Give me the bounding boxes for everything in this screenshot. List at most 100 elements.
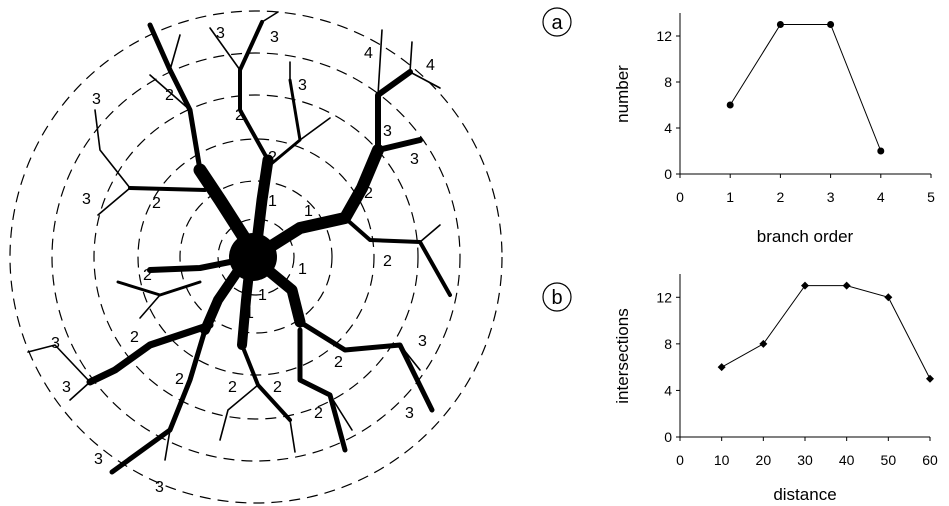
- order-label: 3: [94, 451, 103, 468]
- x-tick-label: 50: [881, 452, 897, 468]
- x-axis-title: distance: [773, 485, 836, 504]
- panel-label-circle: [542, 282, 572, 312]
- y-tick-label: 0: [664, 166, 672, 182]
- dendrite-terminal: [209, 27, 241, 71]
- dendrites: [27, 11, 452, 475]
- order-label: 1: [298, 261, 307, 278]
- dendrite-secondary: [238, 20, 270, 162]
- sholl-circle-2: [179, 180, 333, 334]
- x-tick-label: 30: [797, 452, 813, 468]
- y-tick-label: 4: [664, 382, 672, 398]
- x-tick-label: 0: [676, 189, 684, 205]
- order-label: 3: [298, 77, 307, 94]
- order-label: 2: [143, 267, 152, 284]
- panel-label: b: [551, 287, 562, 309]
- dendrite-secondary: [86, 321, 214, 386]
- dendrite-terminal: [164, 429, 171, 461]
- order-label: 2: [273, 379, 282, 396]
- dendrite-terminal: [399, 344, 421, 371]
- x-tick-label: 10: [714, 452, 730, 468]
- x-tick-label: 3: [827, 189, 835, 205]
- order-label: 2: [175, 371, 184, 388]
- y-tick-label: 4: [664, 120, 672, 136]
- dendrite-terminal: [329, 394, 353, 431]
- order-label: 1: [245, 305, 254, 322]
- data-point: [926, 374, 934, 383]
- order-label: 2: [235, 107, 244, 124]
- order-label: 3: [92, 91, 101, 108]
- order-label: 1: [268, 193, 277, 210]
- order-label: 2: [314, 405, 323, 422]
- data-point: [842, 281, 851, 290]
- dendrite-terminal: [97, 187, 131, 216]
- dendrite-terminal: [94, 109, 131, 189]
- x-tick-label: 4: [877, 189, 885, 205]
- order-label: 3: [155, 479, 164, 496]
- order-label: 3: [82, 191, 91, 208]
- order-label: 2: [165, 87, 174, 104]
- order-label: 3: [62, 379, 71, 396]
- x-tick-label: 20: [756, 452, 772, 468]
- dendrite-secondary: [297, 319, 435, 413]
- y-tick-label: 8: [664, 74, 672, 90]
- dendrite-secondary: [375, 137, 423, 153]
- order-label: 4: [426, 57, 435, 74]
- panel-label: a: [551, 12, 563, 34]
- dendrite-terminal: [169, 34, 181, 71]
- data-point: [884, 293, 893, 302]
- x-tick-label: 40: [839, 452, 855, 468]
- order-label: 1: [304, 203, 313, 220]
- dendrite-terminal: [27, 344, 91, 383]
- order-label: 3: [405, 405, 414, 422]
- order-label: 1: [219, 193, 228, 210]
- y-tick-label: 8: [664, 336, 672, 352]
- order-labels: 1 1 1 1 1 1 2 2 2 2 2 2 2 2 2 2 2 2 2 3 …: [51, 25, 435, 496]
- x-tick-label: 2: [777, 189, 785, 205]
- dendrite-secondary: [297, 327, 348, 453]
- dendrite-primary: [200, 257, 249, 335]
- order-label: 3: [270, 29, 279, 46]
- order-label: 2: [364, 185, 373, 202]
- data-point: [827, 21, 835, 28]
- data-point: [776, 21, 784, 28]
- x-tick-label: 1: [726, 189, 734, 205]
- series-line: [721, 285, 931, 380]
- dendrite-terminal: [149, 74, 191, 111]
- x-tick-label: 5: [927, 189, 935, 205]
- dendrite-primary: [256, 144, 384, 258]
- dendrite-primary: [193, 163, 259, 257]
- sholl-circle-6: [9, 10, 503, 504]
- dendrite-terminal: [377, 29, 383, 96]
- data-point: [877, 147, 885, 155]
- order-label: 3: [418, 333, 427, 350]
- sholl-circle-1: [217, 218, 295, 296]
- dendrite-secondary: [128, 186, 207, 192]
- dendrite-primary: [250, 154, 274, 256]
- soma: [229, 233, 277, 281]
- y-tick-label: 12: [656, 28, 672, 44]
- dendrite-terminal: [139, 294, 161, 319]
- sholl-circle-4: [93, 94, 419, 420]
- dendrite-secondary: [116, 280, 202, 297]
- panel-label-circle: [542, 7, 572, 37]
- order-label: 2: [268, 149, 277, 166]
- dendrite-terminal: [289, 419, 296, 453]
- y-axis-title: intersections: [613, 308, 632, 403]
- y-tick-label: 12: [656, 289, 672, 305]
- x-axis-title: branch order: [757, 227, 854, 246]
- order-label: 4: [364, 45, 373, 62]
- order-label: 3: [216, 25, 225, 42]
- order-label: 2: [383, 253, 392, 270]
- order-label: 2: [334, 354, 343, 371]
- dendrite-terminal: [69, 381, 91, 401]
- dendrite-terminal: [219, 384, 259, 441]
- dendrite-terminal: [409, 71, 441, 89]
- x-tick-label: 60: [922, 452, 938, 468]
- y-tick-label: 0: [664, 429, 672, 445]
- y-axis-title: number: [613, 65, 632, 123]
- sholl-circle-5: [51, 52, 461, 462]
- data-point: [801, 281, 809, 290]
